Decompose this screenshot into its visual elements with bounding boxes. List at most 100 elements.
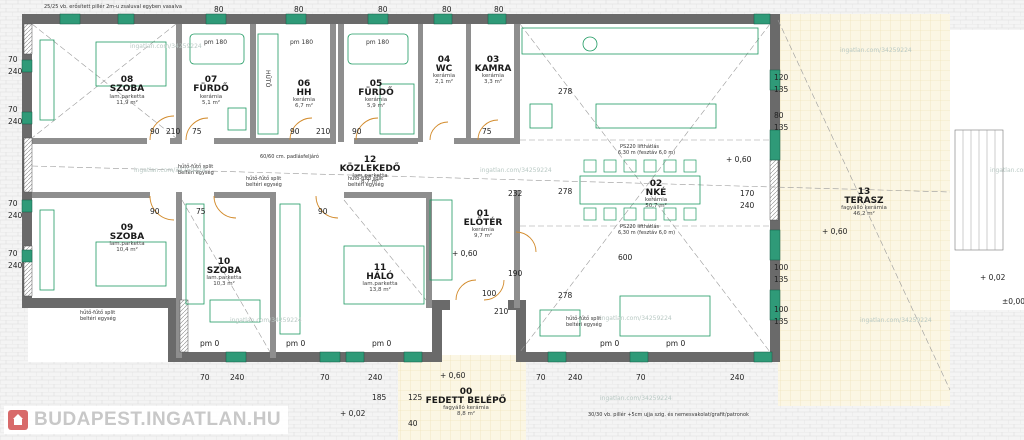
svg-text:232: 232 <box>508 189 523 198</box>
svg-text:70: 70 <box>8 249 18 258</box>
svg-text:70: 70 <box>320 373 330 382</box>
svg-text:80: 80 <box>774 111 784 120</box>
svg-text:80: 80 <box>378 5 388 14</box>
svg-text:100: 100 <box>774 305 789 314</box>
svg-text:FÜRDŐ: FÜRDŐ <box>358 87 394 98</box>
svg-text:13,8 m²: 13,8 m² <box>369 286 391 293</box>
svg-text:240: 240 <box>8 117 23 126</box>
svg-text:80: 80 <box>494 5 504 14</box>
svg-text:25/25 vb. erősített pillér 2m-: 25/25 vb. erősített pillér 2m-u zsaluval… <box>44 3 182 10</box>
plan-notes: PS220 lifthátlás 6,30 m (fesztáv 6,0 m) … <box>44 3 749 418</box>
svg-text:+ 0,60: + 0,60 <box>452 249 478 258</box>
closet-06 <box>257 33 279 135</box>
svg-text:lam.parketta: lam.parketta <box>352 173 387 179</box>
svg-text:beltéri egység: beltéri egység <box>348 181 384 188</box>
svg-text:11,9 m²: 11,9 m² <box>116 99 138 106</box>
svg-text:hűtő-fűtő split: hűtő-fűtő split <box>80 310 115 316</box>
svg-text:hűtő-fűtő split: hűtő-fűtő split <box>246 176 281 182</box>
svg-text:pm 0: pm 0 <box>286 339 305 348</box>
svg-text:75: 75 <box>196 207 206 216</box>
svg-text:TERASZ: TERASZ <box>844 196 884 206</box>
svg-text:KAMRA: KAMRA <box>475 64 512 74</box>
svg-text:5,1 m²: 5,1 m² <box>202 99 220 106</box>
furniture <box>39 27 759 337</box>
svg-text:±0,00: ±0,00 <box>1002 297 1024 306</box>
step-lines <box>962 130 996 250</box>
desk-10 <box>209 299 261 323</box>
svg-text:70: 70 <box>8 199 18 208</box>
bed-08 <box>95 41 167 87</box>
svg-text:lam.parketta: lam.parketta <box>362 281 397 287</box>
svg-text:beltéri egység: beltéri egység <box>566 321 602 328</box>
svg-text:kerámia: kerámia <box>293 96 315 103</box>
bed-09 <box>95 241 167 287</box>
stove <box>582 36 598 52</box>
svg-text:210: 210 <box>316 127 331 136</box>
svg-text:+ 0,60: + 0,60 <box>822 227 848 236</box>
svg-text:ingatlan.com/34259224: ingatlan.com/34259224 <box>600 315 672 322</box>
svg-text:75: 75 <box>192 127 202 136</box>
svg-text:240: 240 <box>8 67 23 76</box>
svg-text:40: 40 <box>408 419 418 428</box>
svg-text:600: 600 <box>618 253 633 262</box>
svg-text:ingatlan.com/34259224: ingatlan.com/34259224 <box>134 167 206 174</box>
svg-text:kerámia: kerámia <box>645 196 667 203</box>
svg-text:278: 278 <box>558 87 573 96</box>
svg-text:WC: WC <box>436 64 453 74</box>
svg-text:+ 0,60: + 0,60 <box>726 155 752 164</box>
svg-text:pm 0: pm 0 <box>666 339 685 348</box>
dining-chairs <box>583 159 697 221</box>
hatched-walls <box>23 23 779 353</box>
svg-text:beltéri egység: beltéri egység <box>178 169 214 176</box>
svg-text:kerámia: kerámia <box>365 96 387 103</box>
svg-text:pm 0: pm 0 <box>372 339 391 348</box>
svg-text:PS220 lifthátlás: PS220 lifthátlás <box>620 143 659 150</box>
desk-09 <box>39 209 55 291</box>
svg-text:KÖZLEKEDŐ: KÖZLEKEDŐ <box>340 163 401 174</box>
svg-text:13: 13 <box>858 187 871 197</box>
svg-text:11: 11 <box>374 263 387 273</box>
svg-text:lam.parketta: lam.parketta <box>109 241 144 247</box>
svg-text:90: 90 <box>352 127 362 136</box>
svg-text:FÜRDŐ: FÜRDŐ <box>193 83 229 94</box>
svg-text:+ 0,60: + 0,60 <box>440 371 466 380</box>
bath-07 <box>189 33 245 65</box>
svg-text:ingatlan.com/34259224: ingatlan.com/34259224 <box>990 167 1024 174</box>
svg-text:70: 70 <box>636 373 646 382</box>
sink-kitchen <box>529 103 553 129</box>
svg-text:ingatlan.com/34259224: ingatlan.com/34259224 <box>860 317 932 324</box>
bath-05 <box>347 33 409 65</box>
svg-text:3,3 m²: 3,3 m² <box>484 78 502 85</box>
svg-text:6,30 m (fesztáv 6,0 m): 6,30 m (fesztáv 6,0 m) <box>618 229 675 236</box>
svg-text:kerámia: kerámia <box>472 226 494 233</box>
svg-text:80: 80 <box>294 5 304 14</box>
svg-text:05: 05 <box>370 79 383 89</box>
svg-text:2,1 m²: 2,1 m² <box>435 78 453 85</box>
svg-text:210: 210 <box>166 127 181 136</box>
svg-text:lam.parketta: lam.parketta <box>206 275 241 281</box>
svg-text:pm 180: pm 180 <box>290 39 313 46</box>
svg-text:pm 0: pm 0 <box>200 339 219 348</box>
sink-07 <box>227 107 247 131</box>
kitchen-fridge-label: HŰTŐ <box>264 70 271 88</box>
brand-text: BUDAPEST.INGATLAN.HU <box>34 409 282 430</box>
svg-text:135: 135 <box>774 123 789 132</box>
svg-text:240: 240 <box>230 373 245 382</box>
svg-text:kerámia: kerámia <box>482 72 504 79</box>
structure-lines <box>31 19 951 391</box>
svg-text:pm 0: pm 0 <box>600 339 619 348</box>
sofa <box>619 295 711 337</box>
svg-text:135: 135 <box>774 85 789 94</box>
svg-text:210: 210 <box>494 307 509 316</box>
bed-11 <box>343 245 425 305</box>
svg-text:HH: HH <box>296 88 311 98</box>
svg-text:6,7 m²: 6,7 m² <box>295 102 313 109</box>
